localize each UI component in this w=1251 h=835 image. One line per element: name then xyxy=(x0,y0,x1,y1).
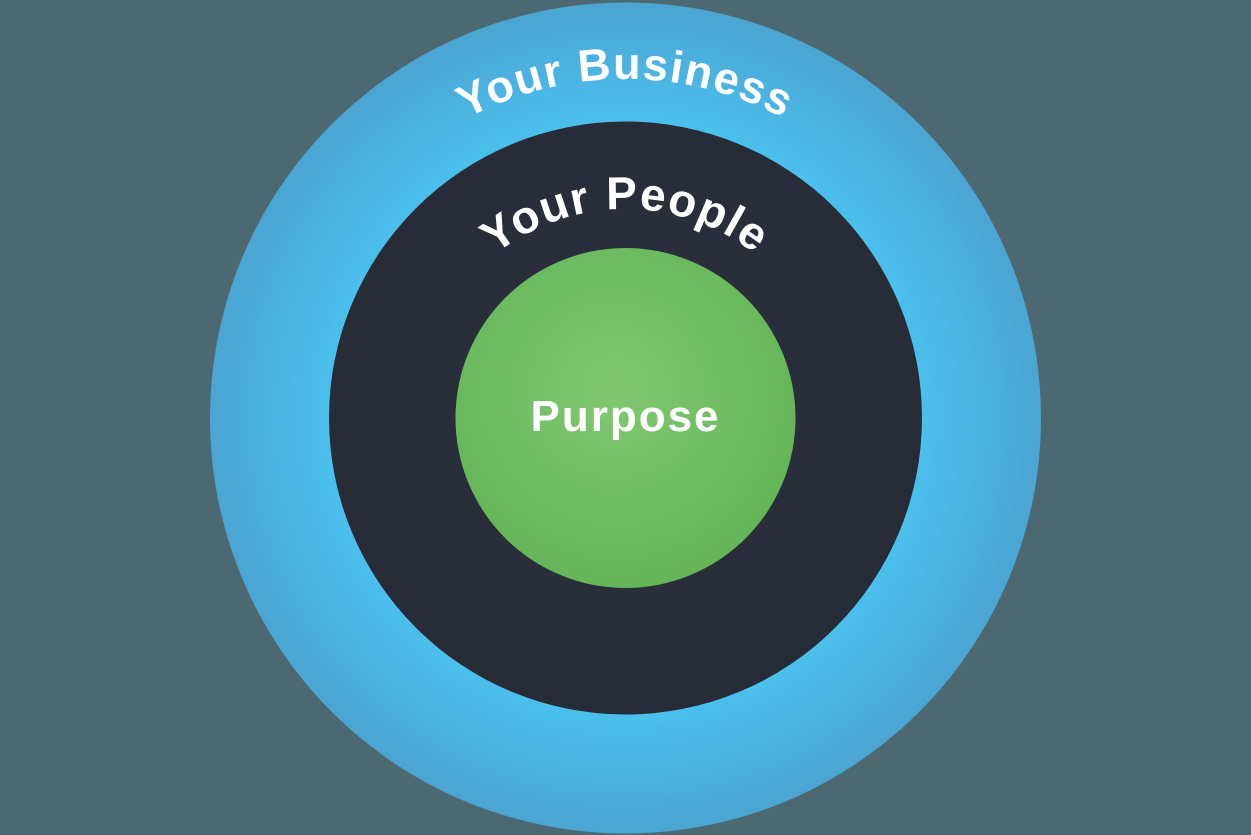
circle-purpose xyxy=(455,248,796,588)
ring-label-purpose: Purpose xyxy=(530,392,720,441)
